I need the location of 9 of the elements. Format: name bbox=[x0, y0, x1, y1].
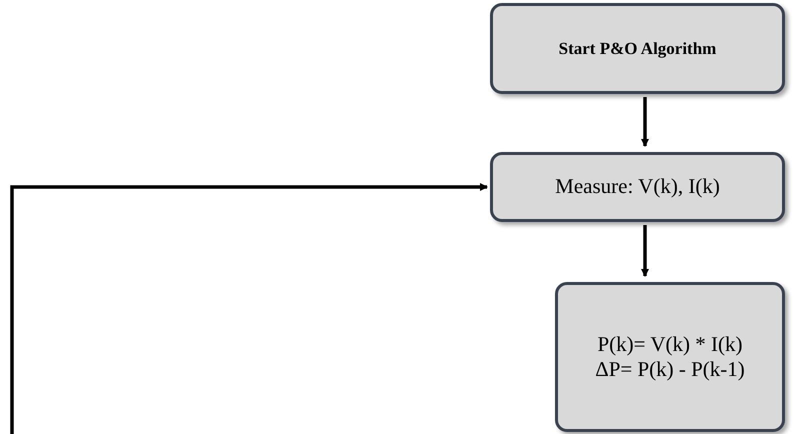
step-label: P(k)= V(k) * I(k) ΔP= P(k) - P(k-1) bbox=[594, 332, 746, 382]
arrow bbox=[641, 225, 649, 277]
arrow bbox=[10, 183, 488, 434]
step-label: Start P&O Algorithm bbox=[558, 38, 716, 58]
arrow bbox=[641, 97, 649, 147]
process-box bbox=[490, 152, 785, 222]
process-box bbox=[490, 3, 785, 94]
process-box bbox=[555, 282, 785, 432]
step-label: Measure: V(k), I(k) bbox=[555, 174, 720, 200]
